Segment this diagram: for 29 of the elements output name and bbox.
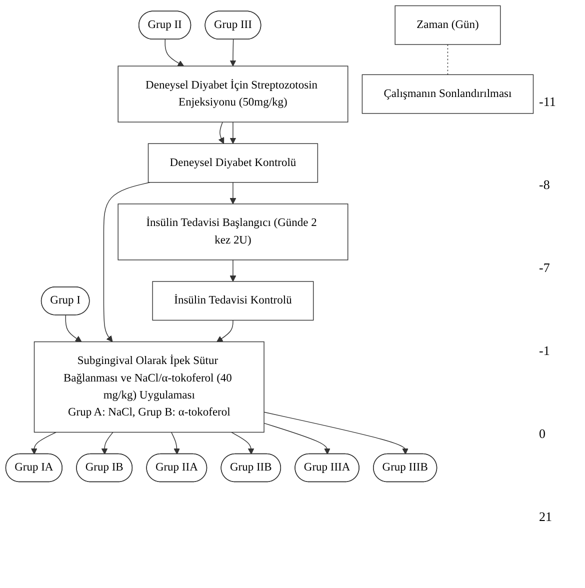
arrow [65,314,82,342]
arrow [264,412,408,454]
day-label: -1 [539,342,551,358]
day-label: -7 [539,260,551,276]
day-label: -11 [539,94,557,110]
node-box: Zaman (Gün) [394,5,501,45]
node-box: Deneysel Diyabet Kontrolü [148,143,318,183]
arrow [230,39,236,66]
arrow [230,182,236,204]
arrow [171,432,180,454]
day-label: -8 [539,176,551,192]
arrow [230,432,254,454]
arrow [218,122,224,144]
connector [447,44,448,76]
arrow [216,320,234,342]
node-box: Subgingival Olarak İpek Sütur Bağlanması ve NaCl/α-tokoferol (40 mg/kg) Uygulaması Grup A: NaCl, Grup B: α-tokoferol [34,341,264,433]
arrow [30,432,56,454]
arrow [101,432,114,454]
node-box: Çalışmanın Sonlandırılması [362,74,534,114]
arrow [264,422,330,454]
day-label: 0 [539,426,546,442]
node-box: İnsülin Tedavisi Başlangıcı (Günde 2 kez 2U) [118,204,348,260]
node-box: İnsülin Tedavisi Kontrolü [152,281,314,321]
day-label: 21 [539,508,553,524]
arrow [230,122,236,144]
arrow [164,39,184,66]
arrow [230,260,236,282]
node-box: Deneysel Diyabet İçin Streptozotosin Enjeksiyonu (50mg/kg) [118,66,348,122]
arrow [103,182,150,342]
